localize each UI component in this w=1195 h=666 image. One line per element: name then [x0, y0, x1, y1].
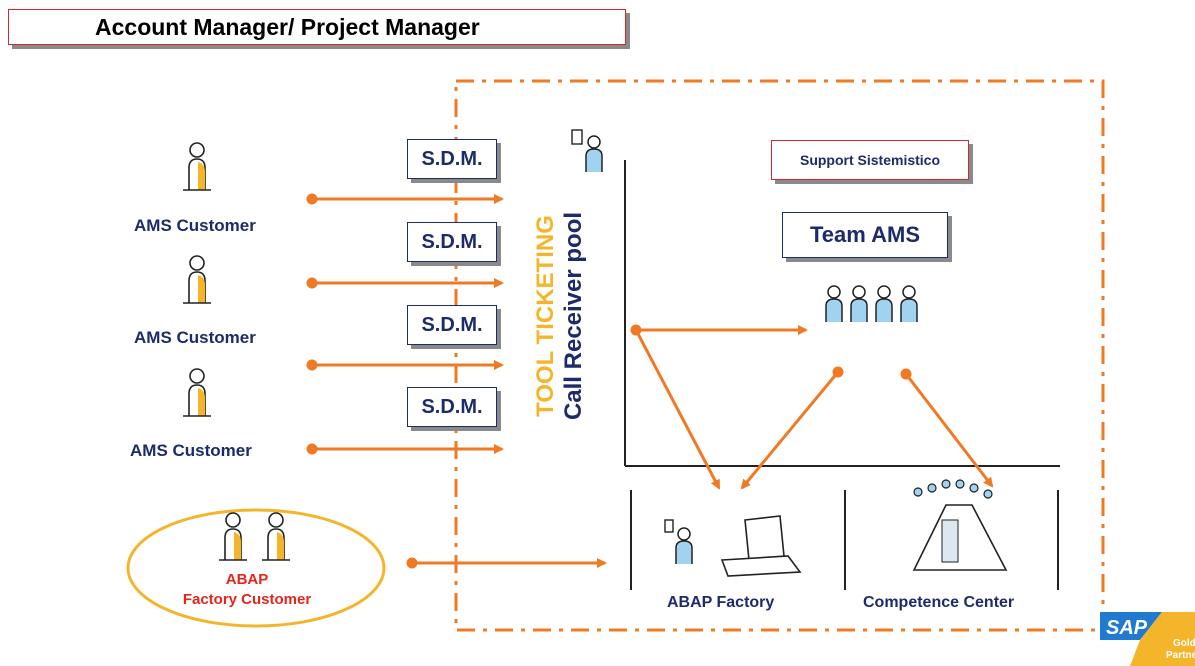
sdm-box: S.D.M. — [407, 305, 497, 345]
team-ams-box: Team AMS — [782, 212, 948, 258]
abap-customer-icon — [261, 512, 291, 561]
customer-person-icon — [182, 368, 212, 417]
service-boundary — [454, 79, 1105, 632]
call-receiver-pool-text: Call Receiver pool — [560, 211, 587, 421]
customer-label: AMS Customer — [134, 328, 256, 347]
tool-ticketing-text: TOOL TICKETING — [532, 215, 559, 417]
abap-factory-icon — [664, 515, 802, 577]
sap-logo-text: SAP — [1106, 617, 1148, 639]
customer-person-icon — [182, 142, 212, 191]
customer-label: AMS Customer — [130, 441, 252, 460]
competence-center-label: Competence Center — [863, 594, 1015, 611]
abap-customer-ellipse — [126, 508, 386, 628]
abap-customer-line2: Factory Customer — [182, 591, 312, 608]
sap-gold-partner-logo: SAP Gold Partner — [1100, 612, 1195, 666]
call-receiver-icon — [571, 129, 603, 173]
partner-text: Partner — [1166, 650, 1195, 661]
flow-arrows — [630, 324, 994, 490]
sdm-box: S.D.M. — [407, 222, 497, 262]
customer-arrows — [306, 193, 607, 569]
abap-customer-icon — [218, 512, 248, 561]
customer-label: AMS Customer — [134, 216, 256, 235]
competence-center-icon — [912, 479, 1008, 571]
abap-customer-line1: ABAP — [225, 571, 269, 588]
team-people-icon — [825, 285, 918, 323]
support-sistemistico-box: Support Sistemistico — [771, 140, 969, 180]
abap-factory-label: ABAP Factory — [667, 594, 775, 611]
title-box: Account Manager/ Project Manager — [8, 9, 626, 45]
sdm-box: S.D.M. — [407, 387, 497, 427]
call-receiver-pool-label: TOOL TICKETING Call Receiver pool — [532, 212, 588, 420]
page-title: Account Manager/ Project Manager — [95, 14, 480, 40]
sdm-box: S.D.M. — [407, 139, 497, 179]
customer-person-icon — [182, 255, 212, 304]
abap-factory-customer-label: ABAP Factory Customer — [127, 570, 367, 610]
gold-text: Gold — [1173, 638, 1195, 649]
